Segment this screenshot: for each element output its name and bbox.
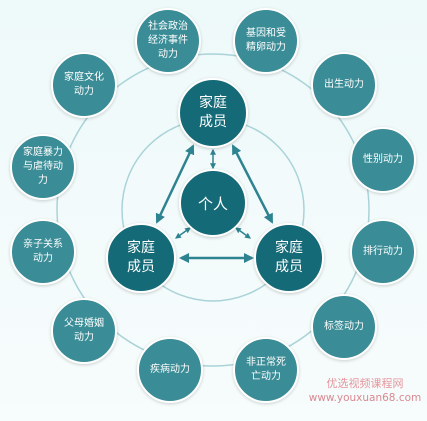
force-label: 父母婚姻动力 (64, 318, 104, 343)
family-member-label: 家庭成员 (275, 240, 303, 275)
force-node-birth[interactable]: 出生动力 (311, 52, 377, 118)
force-label: 非正常死亡动力 (246, 357, 286, 382)
force-node-abnormal-death[interactable]: 非正常死亡动力 (233, 337, 299, 403)
force-label: 标签动力 (324, 321, 364, 332)
family-member-label: 家庭成员 (127, 240, 155, 275)
force-node-parent-child[interactable]: 亲子关系动力 (10, 219, 76, 285)
watermark-title: 优选视频课程网 (326, 377, 404, 390)
force-node-label[interactable]: 标签动力 (311, 294, 377, 360)
watermark: 优选视频课程网 www.youxuan68.com (308, 377, 422, 405)
arrow-center-left (175, 227, 191, 239)
force-label: 出生动力 (324, 79, 364, 90)
outer-ring (56, 53, 370, 367)
family-member-node-top[interactable]: 家庭成员 (178, 78, 248, 148)
force-label: 性别动力 (363, 154, 403, 165)
force-label: 亲子关系动力 (23, 239, 63, 264)
family-member-label: 家庭成员 (199, 95, 227, 130)
center-node[interactable]: 个人 (179, 169, 247, 237)
family-member-node-right[interactable]: 家庭成员 (254, 223, 324, 293)
force-node-parents-marriage[interactable]: 父母婚姻动力 (51, 298, 117, 364)
force-label: 基因和受精卵动力 (246, 28, 286, 53)
force-node-social-political-economic[interactable]: 社会政治经济事件动力 (135, 8, 201, 74)
center-node-label: 个人 (197, 194, 228, 213)
watermark-url: www.youxuan68.com (308, 392, 422, 404)
force-label: 疾病动力 (150, 364, 190, 375)
force-node-domestic-violence[interactable]: 家庭暴力与虐待动力 (10, 134, 76, 200)
force-label: 社会政治经济事件动力 (148, 21, 188, 60)
arrow-top-left (155, 144, 195, 224)
force-node-birth-order[interactable]: 排行动力 (350, 219, 416, 285)
arrow-top-right (231, 144, 274, 224)
arrow-center-right (235, 227, 251, 239)
force-label: 排行动力 (363, 246, 403, 257)
force-label: 家庭文化动力 (64, 72, 104, 97)
force-label: 家庭暴力与虐待动力 (23, 147, 63, 186)
family-member-node-left[interactable]: 家庭成员 (106, 223, 176, 293)
force-node-gene-zygote[interactable]: 基因和受精卵动力 (233, 8, 299, 74)
force-node-illness[interactable]: 疾病动力 (137, 337, 203, 403)
force-node-family-culture[interactable]: 家庭文化动力 (51, 52, 117, 118)
force-node-gender[interactable]: 性别动力 (350, 127, 416, 193)
